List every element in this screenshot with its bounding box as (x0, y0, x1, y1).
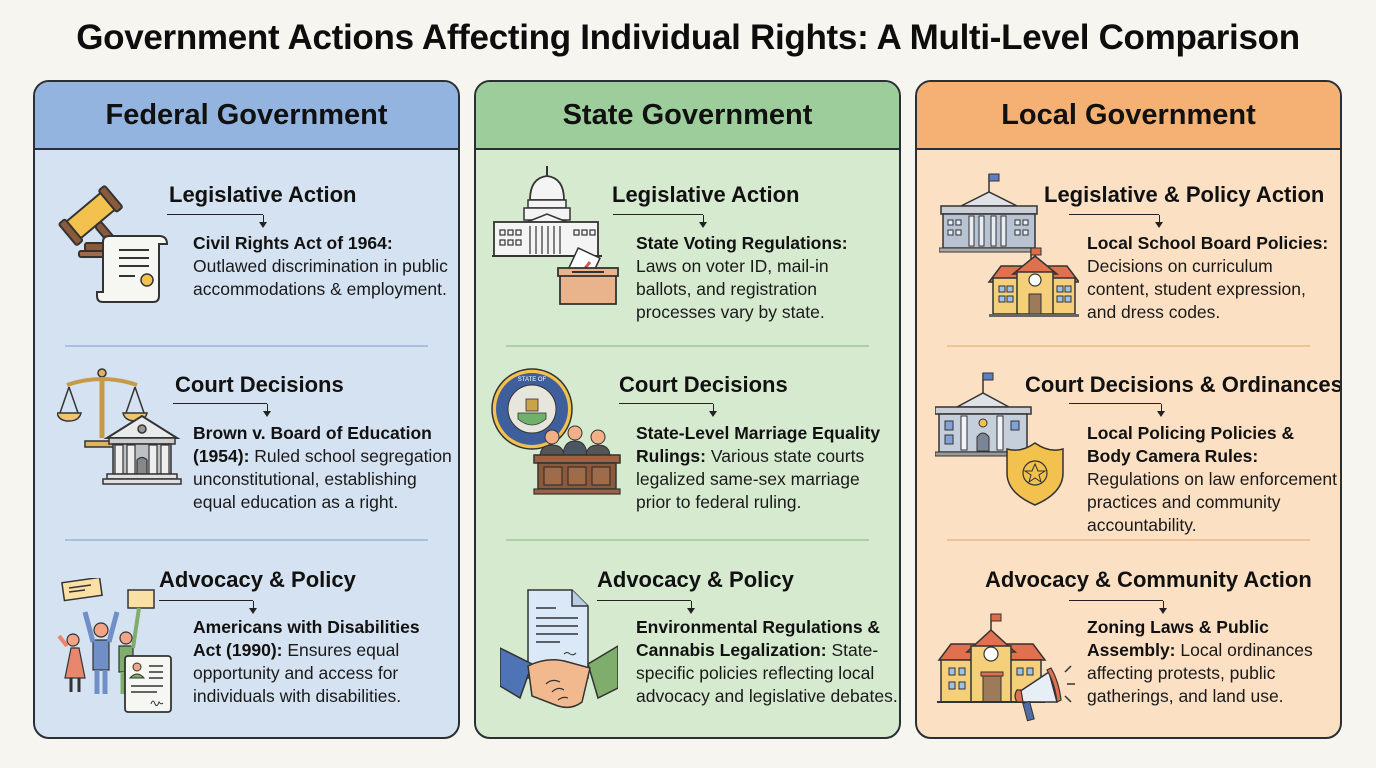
section-heading: Advocacy & Policy (597, 567, 794, 592)
section-legislative: Legislative Action Civil Rights Act of 1… (35, 150, 458, 347)
section-heading: Legislative Action (612, 182, 800, 207)
divider (947, 345, 1310, 347)
section-heading: Advocacy & Community Action (985, 567, 1312, 592)
section-description: State-Level Marriage Equality Rulings: V… (636, 423, 881, 512)
divider (947, 539, 1310, 541)
section-heading: Court Decisions (619, 372, 788, 397)
column-header: Federal Government (35, 82, 458, 150)
state-seal-judges-icon: STATE OF (491, 368, 621, 495)
section-legislative: Legislative Action State Voting Regulati… (476, 150, 899, 347)
column-header: Local Government (917, 82, 1340, 150)
section-description: Local Policing Policies & Body Camera Ru… (1087, 423, 1338, 535)
section-advocacy: Advocacy & Policy Environmental Regulati… (476, 542, 899, 737)
section-court: STATE OF Court Decisions State-Level Mar… (476, 347, 899, 542)
divider (506, 345, 869, 347)
section-description: Zoning Laws & Public Assembly: Local ord… (1087, 617, 1313, 706)
section-advocacy: Advocacy & Policy Americans with Disabil… (35, 542, 458, 737)
protesters-id-card-icon (57, 578, 172, 713)
section-description: Local School Board Policies: Decisions o… (1087, 233, 1329, 322)
capitol-ballot-box-icon (492, 166, 619, 305)
arrow-icon (597, 600, 695, 614)
scales-courthouse-icon (57, 368, 182, 485)
section-description: Americans with Disabilities Act (1990): … (193, 617, 420, 706)
divider (65, 345, 428, 347)
arrow-icon (613, 214, 707, 228)
handshake-document-icon (500, 589, 618, 709)
federal-column: Federal Government Legislative Ac (33, 80, 460, 739)
section-advocacy: Advocacy & Community Action Zoning Laws … (917, 542, 1340, 737)
svg-text:STATE OF: STATE OF (518, 377, 547, 383)
section-description: Civil Rights Act of 1964: Outlawed discr… (193, 233, 448, 299)
section-heading: Advocacy & Policy (159, 567, 356, 592)
divider (65, 539, 428, 541)
section-heading: Court Decisions (175, 372, 344, 397)
section-heading: Legislative & Policy Action (1044, 182, 1325, 207)
section-court: Court Decisions & Ordinances Local Polic… (917, 347, 1340, 542)
arrow-icon (167, 214, 267, 228)
column-header: State Government (476, 82, 899, 150)
state-column: State Government (474, 80, 901, 739)
arrow-icon (159, 600, 257, 614)
gavel-document-icon (58, 185, 169, 303)
section-heading: Legislative Action (169, 182, 357, 207)
arrow-icon (1069, 600, 1167, 614)
local-column: Local Government (915, 80, 1342, 739)
section-heading: Court Decisions & Ordinances (1025, 372, 1342, 397)
arrow-icon (619, 403, 717, 417)
section-description: State Voting Regulations: Laws on voter … (636, 233, 848, 322)
arrow-icon (1069, 403, 1165, 417)
section-description: Brown v. Board of Education (1954): Rule… (193, 423, 452, 512)
section-description: Environmental Regulations & Cannabis Leg… (636, 617, 898, 706)
section-court: Court Decisions Brown v. Board of Educat… (35, 347, 458, 542)
school-megaphone-icon (937, 613, 1075, 722)
section-legislative: Legislative & Policy Action Local School… (917, 150, 1340, 347)
city-hall-school-icon (939, 173, 1079, 317)
page-title: Government Actions Affecting Individual … (76, 18, 1300, 57)
courthouse-badge-icon (935, 372, 1064, 506)
arrow-icon (173, 403, 271, 417)
arrow-icon (1069, 214, 1163, 228)
divider (506, 539, 869, 541)
